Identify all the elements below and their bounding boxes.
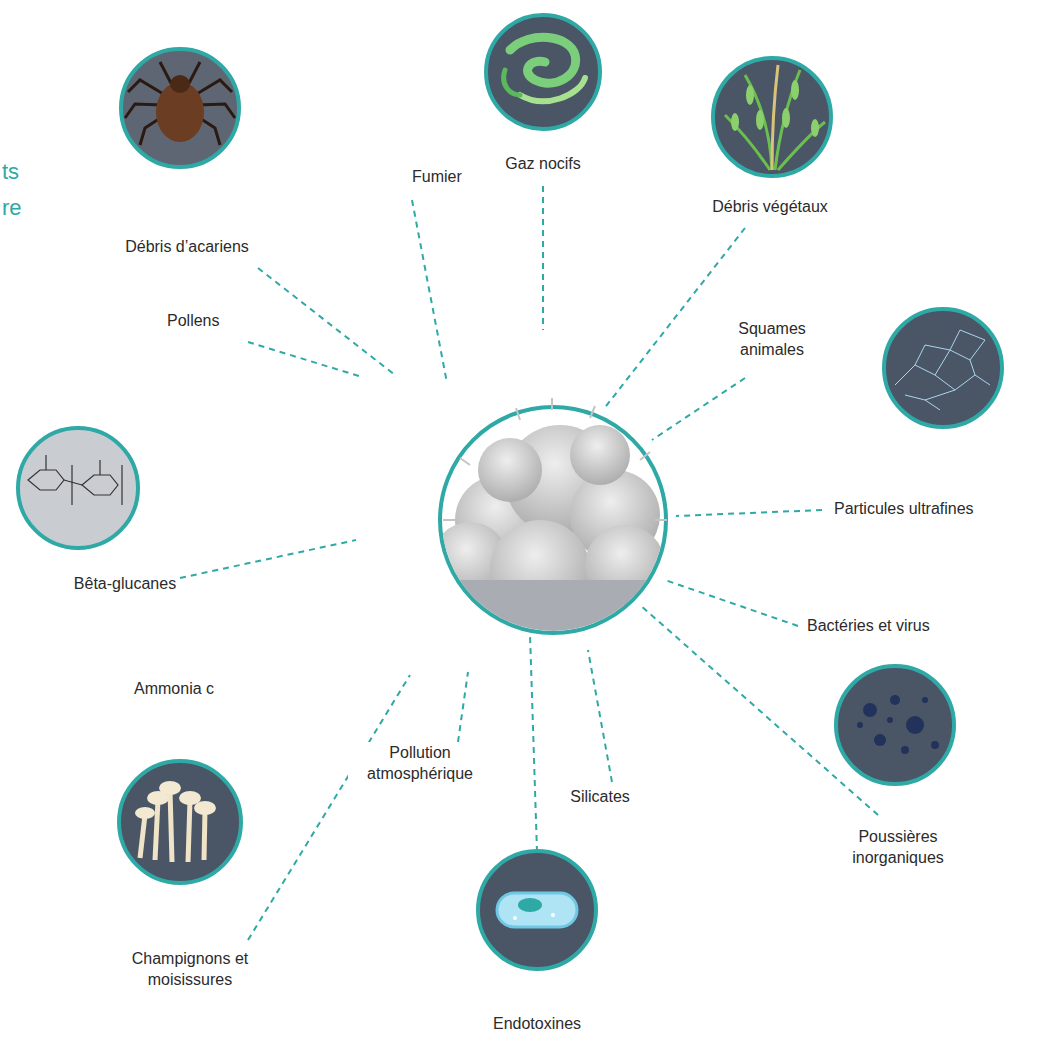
title-fragment: ts — [2, 158, 19, 187]
item-label: Gaz nocifs — [503, 153, 583, 176]
item-label: Bêta-glucanes — [72, 573, 178, 596]
item-label: Squames animales — [728, 318, 816, 362]
item-label: Particules ultrafines — [832, 498, 976, 521]
beta-glucan-icon — [28, 455, 122, 505]
leader-lines — [180, 186, 878, 940]
plant-icon — [725, 65, 825, 170]
item-label: Silicates — [568, 786, 632, 809]
item-label: Débris d’acariens — [123, 236, 251, 259]
gas-icon — [504, 37, 585, 101]
item-label: Champignons et moisissures — [123, 948, 257, 992]
item-label: Endotoxines — [491, 1013, 583, 1036]
item-label: Pollens — [165, 310, 221, 333]
mushroom-icon — [135, 781, 216, 862]
mite-icon — [125, 62, 235, 145]
dust-icon — [857, 695, 939, 754]
title-fragment: re — [2, 194, 22, 223]
plant-leaves — [731, 80, 819, 137]
item-label: Bactéries et virus — [805, 615, 932, 638]
item-label: Poussières inorganiques — [836, 826, 960, 870]
item-label: Débris végétaux — [710, 196, 830, 219]
item-label: Ammonia c — [132, 678, 216, 701]
ultrafine-icon — [895, 330, 990, 410]
bacterium-icon — [497, 893, 577, 927]
dust-cloud — [430, 398, 680, 640]
item-label: Pollution atmosphérique — [348, 742, 492, 786]
icon-circles — [18, 15, 1002, 969]
item-label: Fumier — [410, 166, 464, 189]
